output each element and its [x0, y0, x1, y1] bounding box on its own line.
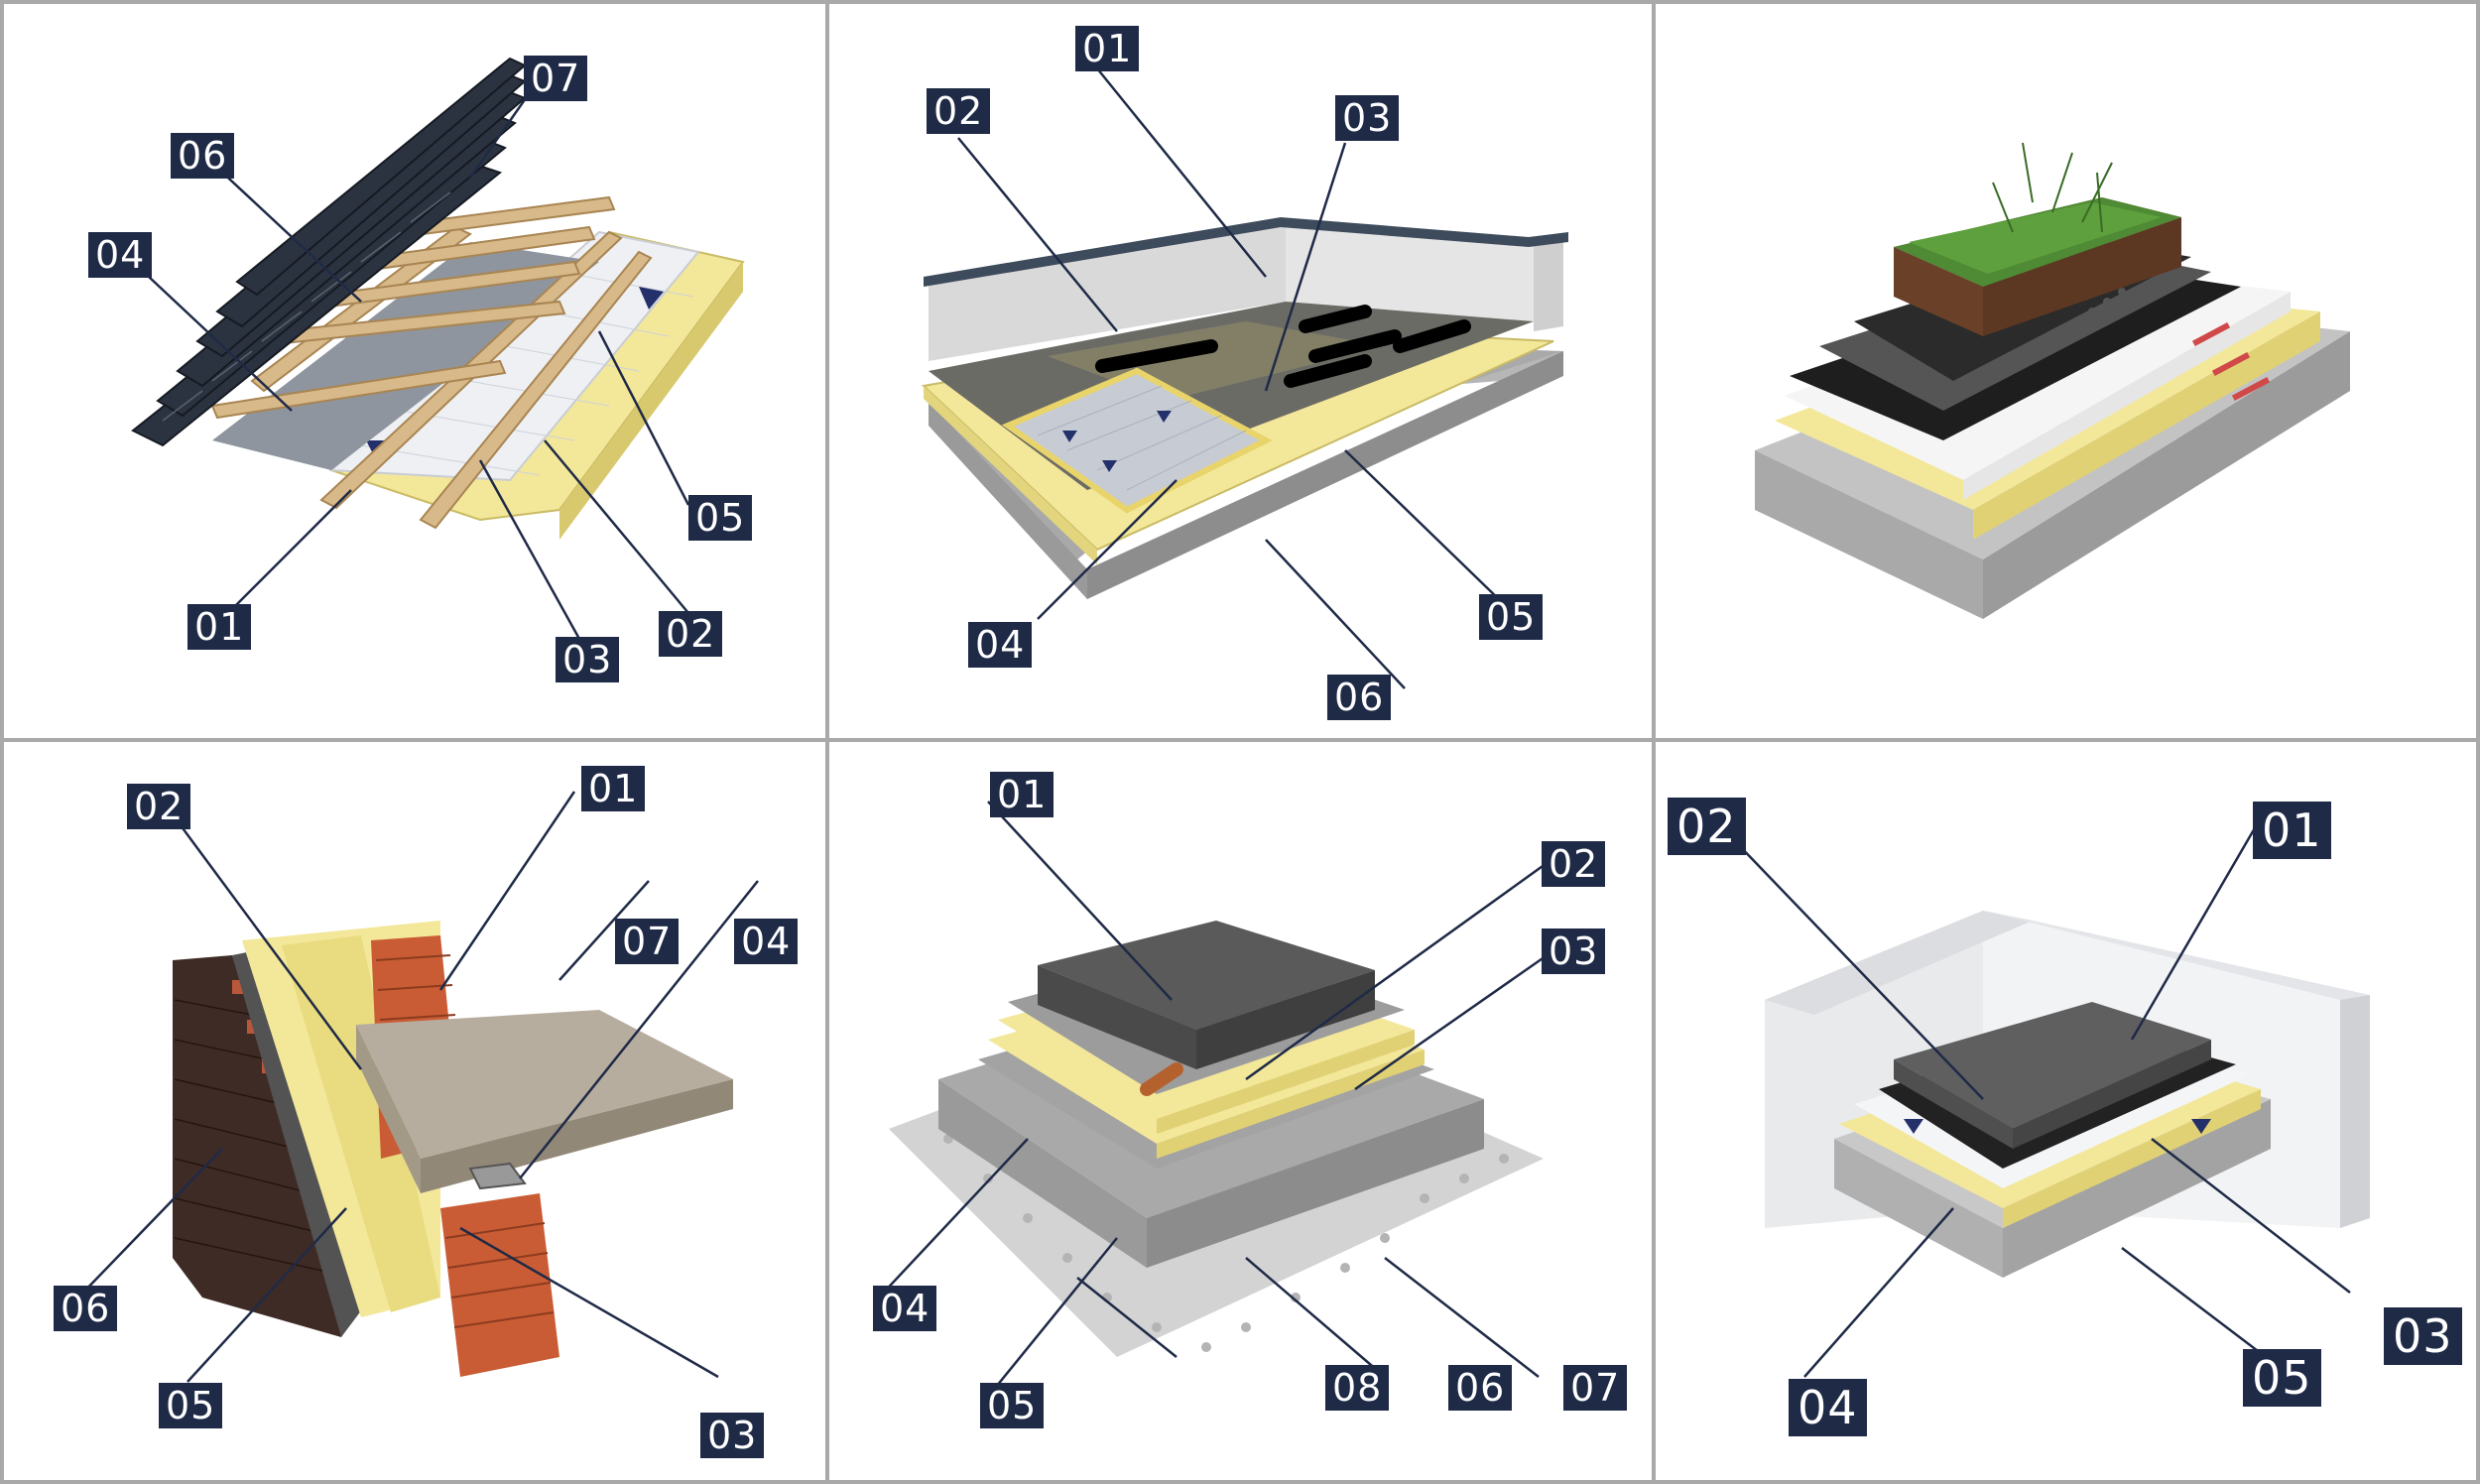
panel-green-roof [1656, 4, 2476, 738]
callout-tag-05: 05 [2243, 1349, 2321, 1407]
cavity-wall-illustration [77, 791, 759, 1383]
panel-pitched-roof: 07 06 04 05 01 02 03 [4, 4, 825, 738]
panel-ground-floor: 01 02 03 04 05 08 06 07 [829, 742, 1652, 1480]
callout-tag-01: 01 [2253, 802, 2331, 859]
callout-tag-02: 02 [927, 88, 991, 134]
divider-horizontal [0, 738, 2480, 742]
callout-tag-04: 04 [873, 1286, 937, 1331]
callout-tag-03: 03 [1335, 95, 1400, 141]
callout-tag-01: 01 [187, 604, 252, 650]
callout-tag-05: 05 [980, 1383, 1045, 1428]
callout-tag-01: 01 [581, 766, 646, 811]
callout-tag-07: 07 [615, 919, 680, 964]
callout-tag-02: 02 [659, 611, 723, 657]
ground-floor-illustration [878, 801, 1569, 1398]
callout-tag-07: 07 [524, 56, 588, 101]
callout-tag-03: 03 [556, 637, 620, 682]
callout-tag-02: 02 [127, 784, 191, 829]
callout-tag-06: 06 [171, 133, 235, 179]
callout-tag-01: 01 [1075, 26, 1140, 71]
callout-tag-06: 06 [1327, 675, 1392, 720]
panel-flat-roof: 01 02 03 05 04 06 [829, 4, 1652, 738]
callout-tag-03: 03 [1542, 928, 1606, 974]
green-roof-illustration [1755, 142, 2350, 619]
divider-vertical-2 [1652, 0, 1656, 1484]
callout-tag-03: 03 [700, 1413, 765, 1458]
callout-tag-08: 08 [1325, 1365, 1390, 1411]
panel-floor-slab: 02 01 03 05 04 [1656, 742, 2476, 1480]
callout-tag-05: 05 [688, 495, 753, 541]
callout-tag-01: 01 [990, 772, 1054, 817]
floor-slab-illustration [1734, 825, 2370, 1378]
border-left [0, 0, 4, 1484]
callout-tag-04: 04 [734, 919, 799, 964]
callout-tag-03: 03 [2384, 1307, 2462, 1365]
pitched-roof-illustration [131, 57, 745, 640]
callout-tag-04: 04 [88, 232, 153, 278]
border-bottom [0, 1480, 2480, 1484]
border-top [0, 0, 2480, 4]
callout-tag-07: 07 [1563, 1365, 1628, 1411]
callout-tag-05: 05 [1479, 594, 1544, 640]
callout-tag-02: 02 [1668, 798, 1746, 855]
flat-roof-illustration [921, 67, 1568, 689]
callout-tag-06: 06 [54, 1286, 118, 1331]
panel-cavity-wall: 01 02 07 04 06 05 03 [4, 742, 825, 1480]
callout-tag-04: 04 [968, 622, 1033, 668]
divider-vertical-1 [825, 0, 829, 1484]
callout-tag-02: 02 [1542, 841, 1606, 887]
callout-tag-06: 06 [1448, 1365, 1513, 1411]
border-right [2476, 0, 2480, 1484]
callout-tag-04: 04 [1789, 1379, 1867, 1436]
callout-tag-05: 05 [159, 1383, 223, 1428]
